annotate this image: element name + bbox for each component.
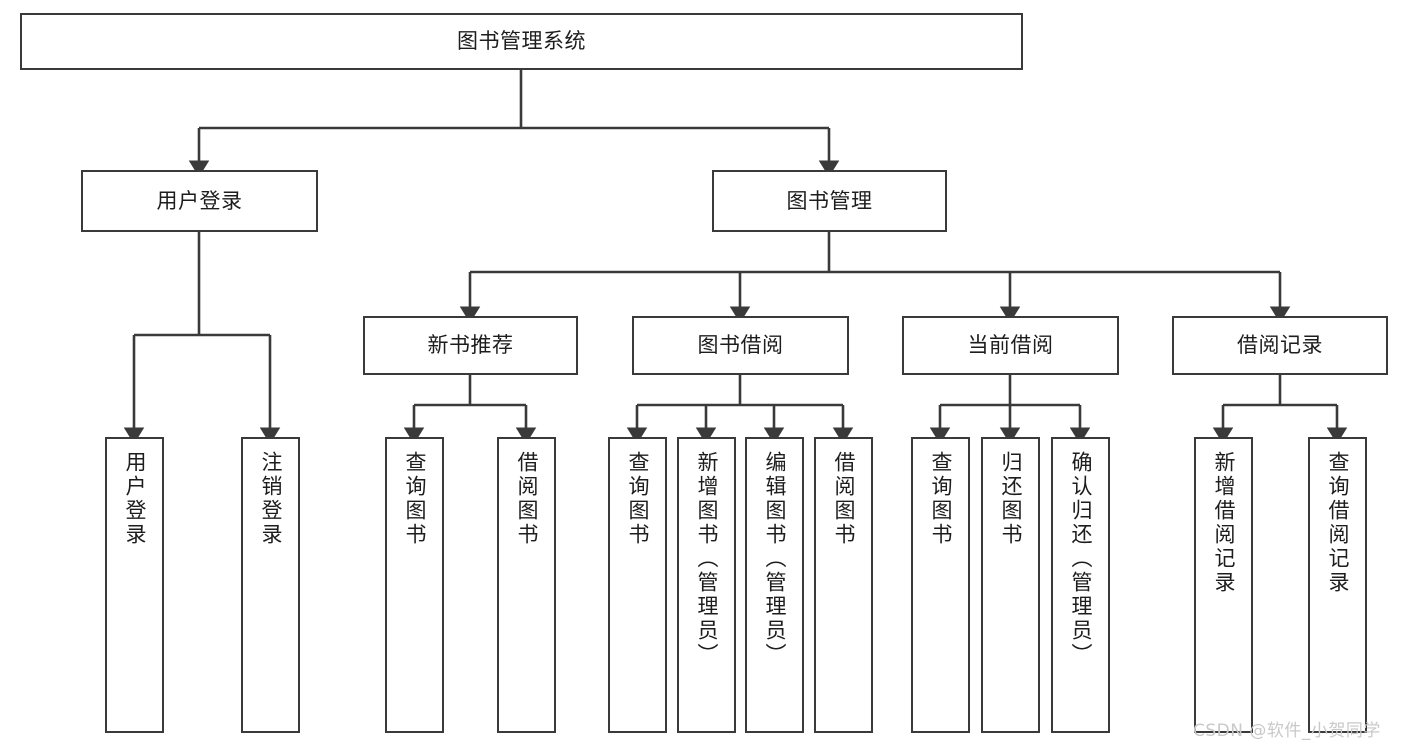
leaf-record-query-label: 查询借阅记录: [1326, 451, 1350, 595]
leaf-current-return-label: 归还图书: [999, 451, 1023, 547]
leaf-borrow-query-label: 查询图书: [626, 451, 650, 547]
leaf-borrow-edit-book[interactable]: 编辑图书（管理员）: [745, 437, 804, 733]
node-new-book-recommend-label: 新书推荐: [427, 333, 514, 358]
leaf-record-add-label: 新增借阅记录: [1212, 451, 1236, 595]
leaf-borrow-add-book[interactable]: 新增图书（管理员）: [677, 437, 736, 733]
leaf-record-add[interactable]: 新增借阅记录: [1194, 437, 1253, 733]
leaf-user-login-logout[interactable]: 注销登录: [241, 437, 300, 733]
leaf-borrow-borrow-book-label: 借阅图书: [832, 451, 856, 547]
leaf-borrow-add-book-label: 新增图书（管理员）: [695, 451, 719, 667]
node-user-login-label: 用户登录: [156, 188, 243, 213]
leaf-current-query[interactable]: 查询图书: [911, 437, 970, 733]
leaf-user-login-login[interactable]: 用户登录: [105, 437, 164, 733]
node-borrow-record[interactable]: 借阅记录: [1172, 316, 1388, 375]
csdn-watermark: CSDN @软件_小贺同学: [1193, 721, 1381, 741]
leaf-user-login-logout-label: 注销登录: [259, 451, 283, 547]
leaf-current-confirm-return-label: 确认归还（管理员）: [1069, 451, 1093, 667]
node-new-book-recommend[interactable]: 新书推荐: [363, 316, 578, 375]
leaf-borrow-borrow-book[interactable]: 借阅图书: [814, 437, 873, 733]
leaf-borrow-query[interactable]: 查询图书: [608, 437, 667, 733]
leaf-current-return[interactable]: 归还图书: [981, 437, 1040, 733]
leaf-current-query-label: 查询图书: [929, 451, 953, 547]
leaf-borrow-edit-book-label: 编辑图书（管理员）: [763, 451, 787, 667]
node-book-manage-label: 图书管理: [786, 188, 873, 213]
node-book-borrow-label: 图书借阅: [697, 333, 784, 358]
node-borrow-record-label: 借阅记录: [1237, 333, 1323, 358]
node-root-label: 图书管理系统: [457, 29, 586, 54]
node-current-borrow[interactable]: 当前借阅: [902, 316, 1119, 375]
node-book-borrow[interactable]: 图书借阅: [632, 316, 849, 375]
node-current-borrow-label: 当前借阅: [967, 333, 1054, 358]
node-root[interactable]: 图书管理系统: [20, 13, 1023, 70]
leaf-new-book-borrow[interactable]: 借阅图书: [497, 437, 556, 733]
leaf-record-query[interactable]: 查询借阅记录: [1308, 437, 1367, 733]
node-user-login[interactable]: 用户登录: [81, 170, 318, 232]
leaf-new-book-query-label: 查询图书: [403, 451, 427, 547]
leaf-user-login-login-label: 用户登录: [123, 451, 147, 547]
leaf-new-book-borrow-label: 借阅图书: [515, 451, 539, 547]
leaf-new-book-query[interactable]: 查询图书: [385, 437, 444, 733]
node-book-manage[interactable]: 图书管理: [712, 170, 947, 232]
leaf-current-confirm-return[interactable]: 确认归还（管理员）: [1051, 437, 1110, 733]
